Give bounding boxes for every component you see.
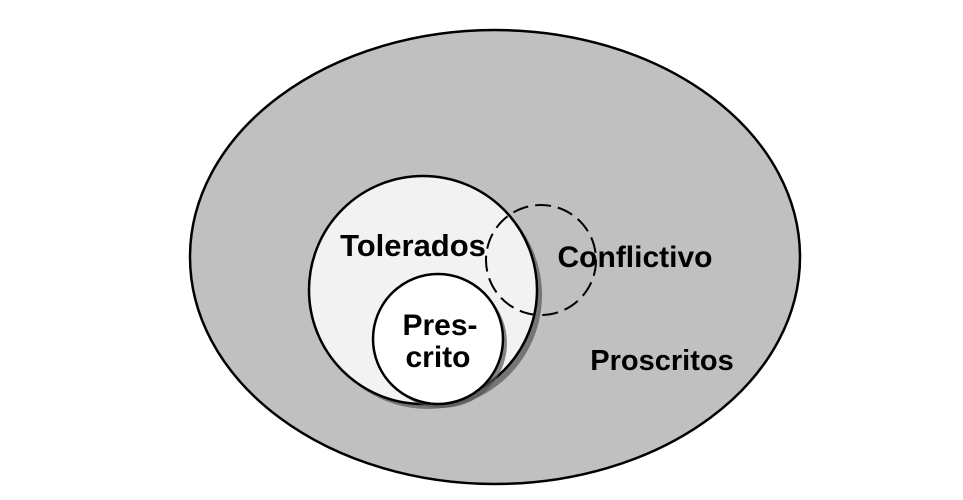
label-prescrito-line2: crito — [405, 341, 470, 374]
label-proscritos: Proscritos — [590, 345, 733, 377]
prescrito-circle — [371, 272, 505, 406]
label-conflictivo: Conflictivo — [558, 241, 713, 274]
label-tolerados: Tolerados — [340, 228, 486, 263]
label-prescrito-line1: Pres- — [402, 309, 477, 342]
conflictivo-dashed-circle — [485, 204, 597, 316]
